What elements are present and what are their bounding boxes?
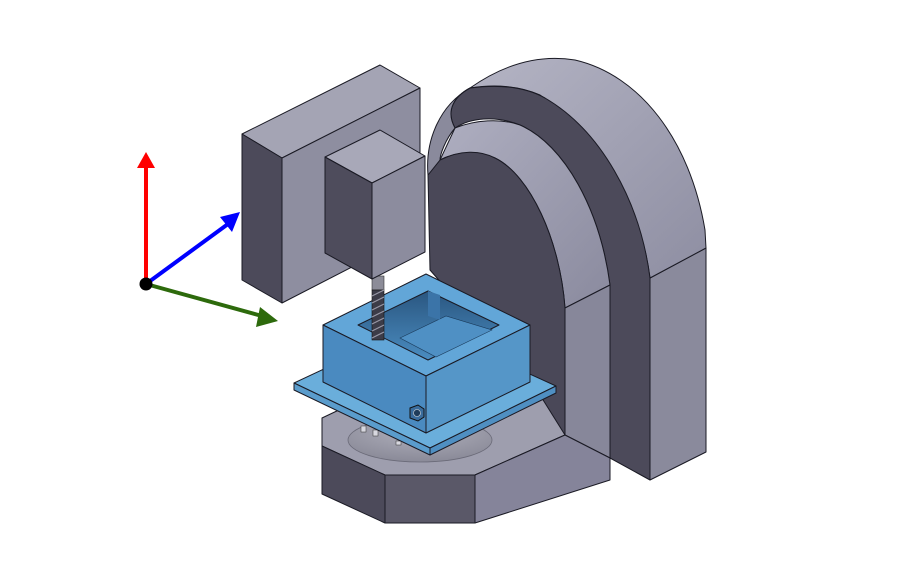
column-outer-side [649,247,707,481]
flute-helix-icon [371,289,385,339]
column-left-strip [427,87,471,176]
base-front-face [384,474,476,524]
flutes [371,289,385,341]
fixture-plate-right-edge [429,385,557,456]
z-axis-arrow-icon [137,152,155,168]
y-axis-arrow-icon [220,212,240,232]
pocket-floor [399,315,493,358]
workpiece-right-face [425,324,531,434]
table-clamp-1 [360,425,367,433]
table-clamp-2 [372,429,379,437]
x-axis-arrow-icon [256,307,278,327]
x-axis-line [145,282,263,318]
end-mill[interactable] [371,275,385,341]
pocket-inner-wall [428,291,440,320]
coordinate-triad [137,152,278,327]
carriage-left-face [241,133,283,304]
column[interactable] [427,57,707,481]
hex-bolt-icon [409,404,425,422]
column-cavity [427,151,566,436]
y-axis-line [144,222,230,286]
origin-dot [139,277,153,291]
table-clamp-3 [395,440,402,446]
spindle-front-face [371,155,426,280]
spindle-head[interactable] [324,129,426,280]
base-right-face [474,434,611,524]
